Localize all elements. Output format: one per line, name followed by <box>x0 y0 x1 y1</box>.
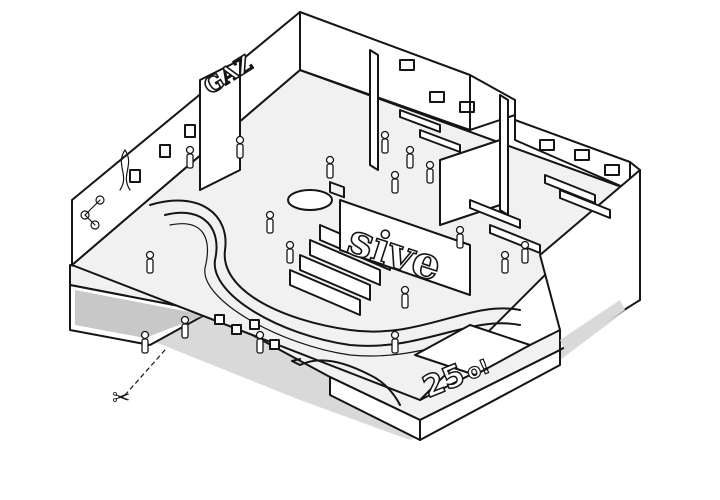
cut-line <box>124 349 166 396</box>
people-figures <box>140 130 530 354</box>
partition-wall-4 <box>199 59 241 191</box>
partition-wall-3 <box>439 139 501 226</box>
lettering-wall <box>339 199 471 296</box>
window-row <box>129 59 620 199</box>
floor-cubes <box>214 314 280 350</box>
lower-level-interior <box>75 290 205 338</box>
ramp-path-outer <box>149 199 521 333</box>
right-floor-accent <box>560 300 625 350</box>
crocodile-doodle <box>291 358 401 406</box>
partition-wall-2 <box>499 94 509 216</box>
base-left-face <box>329 376 421 441</box>
round-table <box>287 189 333 211</box>
scissors-icon: ✂ <box>112 386 130 411</box>
partition-wall-1 <box>369 49 379 171</box>
ledge-block <box>414 324 531 376</box>
molecule-doodle <box>80 149 131 230</box>
ramp-path-inner <box>164 211 521 347</box>
